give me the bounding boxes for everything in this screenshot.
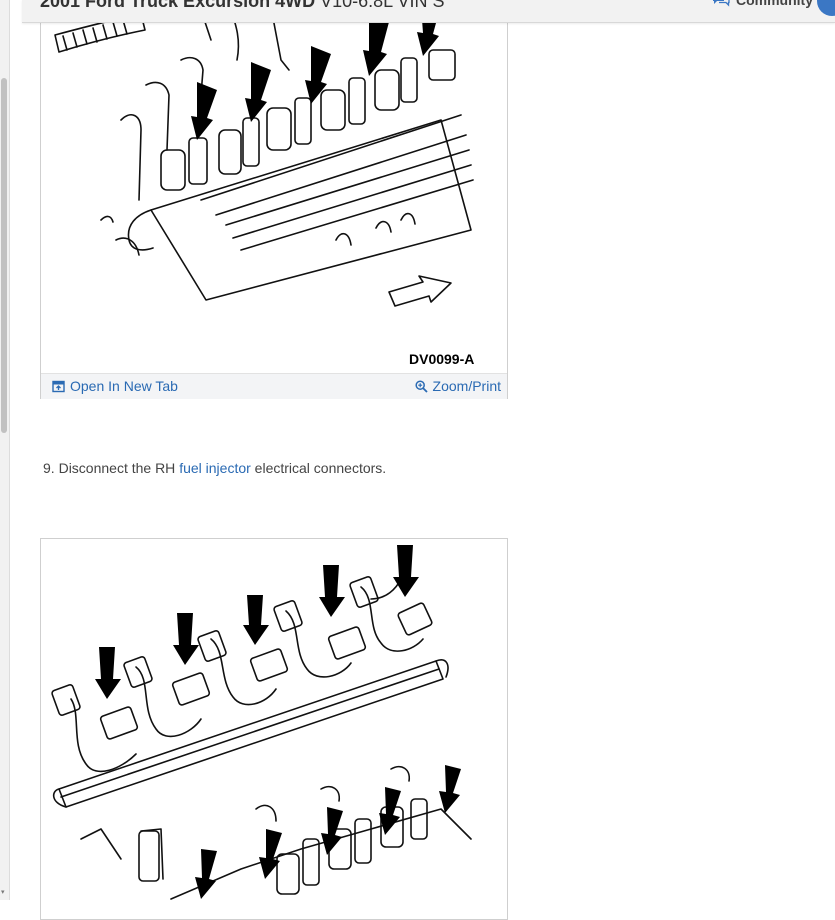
- scrollbar-thumb[interactable]: [1, 78, 7, 433]
- chat-bubble-icon: [713, 0, 730, 7]
- open-new-tab-icon: [52, 380, 65, 392]
- zoom-icon: [414, 379, 428, 393]
- community-button[interactable]: Community: [712, 0, 813, 8]
- fuel-injector-link[interactable]: fuel injector: [179, 460, 251, 476]
- open-in-new-tab-link[interactable]: Open In New Tab: [52, 378, 178, 394]
- zoom-print-link[interactable]: Zoom/Print: [414, 378, 501, 394]
- step-text-after: electrical connectors.: [254, 460, 387, 476]
- figure-connectors: [40, 538, 508, 920]
- page-header: 2001 Ford Truck Excursion 4WD V10-6.8L V…: [22, 0, 835, 23]
- figure-injectors: DV0099-A Open In New Tab Zoom/Print: [40, 0, 508, 399]
- step-9-text: 9. Disconnect the RH fuel injector elect…: [43, 460, 386, 476]
- community-label: Community: [736, 0, 813, 8]
- step-text-before: Disconnect the RH: [58, 460, 176, 476]
- injector-diagram: [54, 6, 474, 307]
- connector-diagram: [51, 545, 472, 900]
- page-title: 2001 Ford Truck Excursion 4WD V10-6.8L V…: [40, 0, 445, 12]
- zoom-print-label: Zoom/Print: [432, 378, 501, 394]
- page-scrollbar[interactable]: ▾: [0, 0, 10, 900]
- vehicle-name: 2001 Ford Truck Excursion 4WD: [40, 0, 316, 11]
- figure-toolbar: Open In New Tab Zoom/Print: [41, 373, 507, 399]
- avatar[interactable]: [817, 0, 835, 16]
- engine-spec: V10-6.8L VIN S: [320, 0, 445, 11]
- figure-code: DV0099-A: [409, 351, 475, 367]
- step-number: 9.: [43, 460, 55, 476]
- open-in-new-tab-label: Open In New Tab: [70, 378, 178, 394]
- scroll-arrow-icon[interactable]: ▾: [1, 888, 5, 896]
